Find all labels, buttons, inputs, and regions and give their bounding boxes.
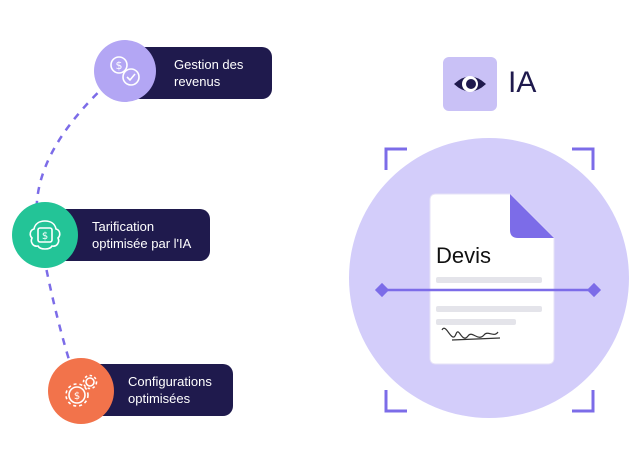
- document-line: [436, 306, 542, 312]
- ai-pricing-icon: $: [29, 220, 61, 250]
- svg-text:$: $: [74, 391, 80, 402]
- feature-ai-pricing-circle: $: [12, 202, 78, 268]
- feature-config-circle: $: [48, 358, 114, 424]
- ia-badge: [443, 57, 497, 111]
- document-fold: [510, 194, 554, 238]
- settings-dollar-icon: $: [65, 374, 98, 407]
- svg-text:$: $: [42, 231, 48, 242]
- revenue-icon: $: [110, 56, 140, 86]
- signature-icon: [441, 327, 501, 341]
- document-line: [436, 319, 516, 325]
- feature-revenue-circle: $: [94, 40, 156, 102]
- svg-text:$: $: [116, 59, 123, 72]
- eye-icon: [454, 76, 486, 92]
- ia-label: IA: [508, 66, 537, 99]
- document-card: [429, 193, 555, 365]
- document-title: Devis: [436, 243, 492, 268]
- scan-line: [374, 282, 602, 298]
- dashed-connector: [35, 73, 119, 389]
- document-line: [436, 277, 542, 283]
- scan-frame: [384, 147, 595, 413]
